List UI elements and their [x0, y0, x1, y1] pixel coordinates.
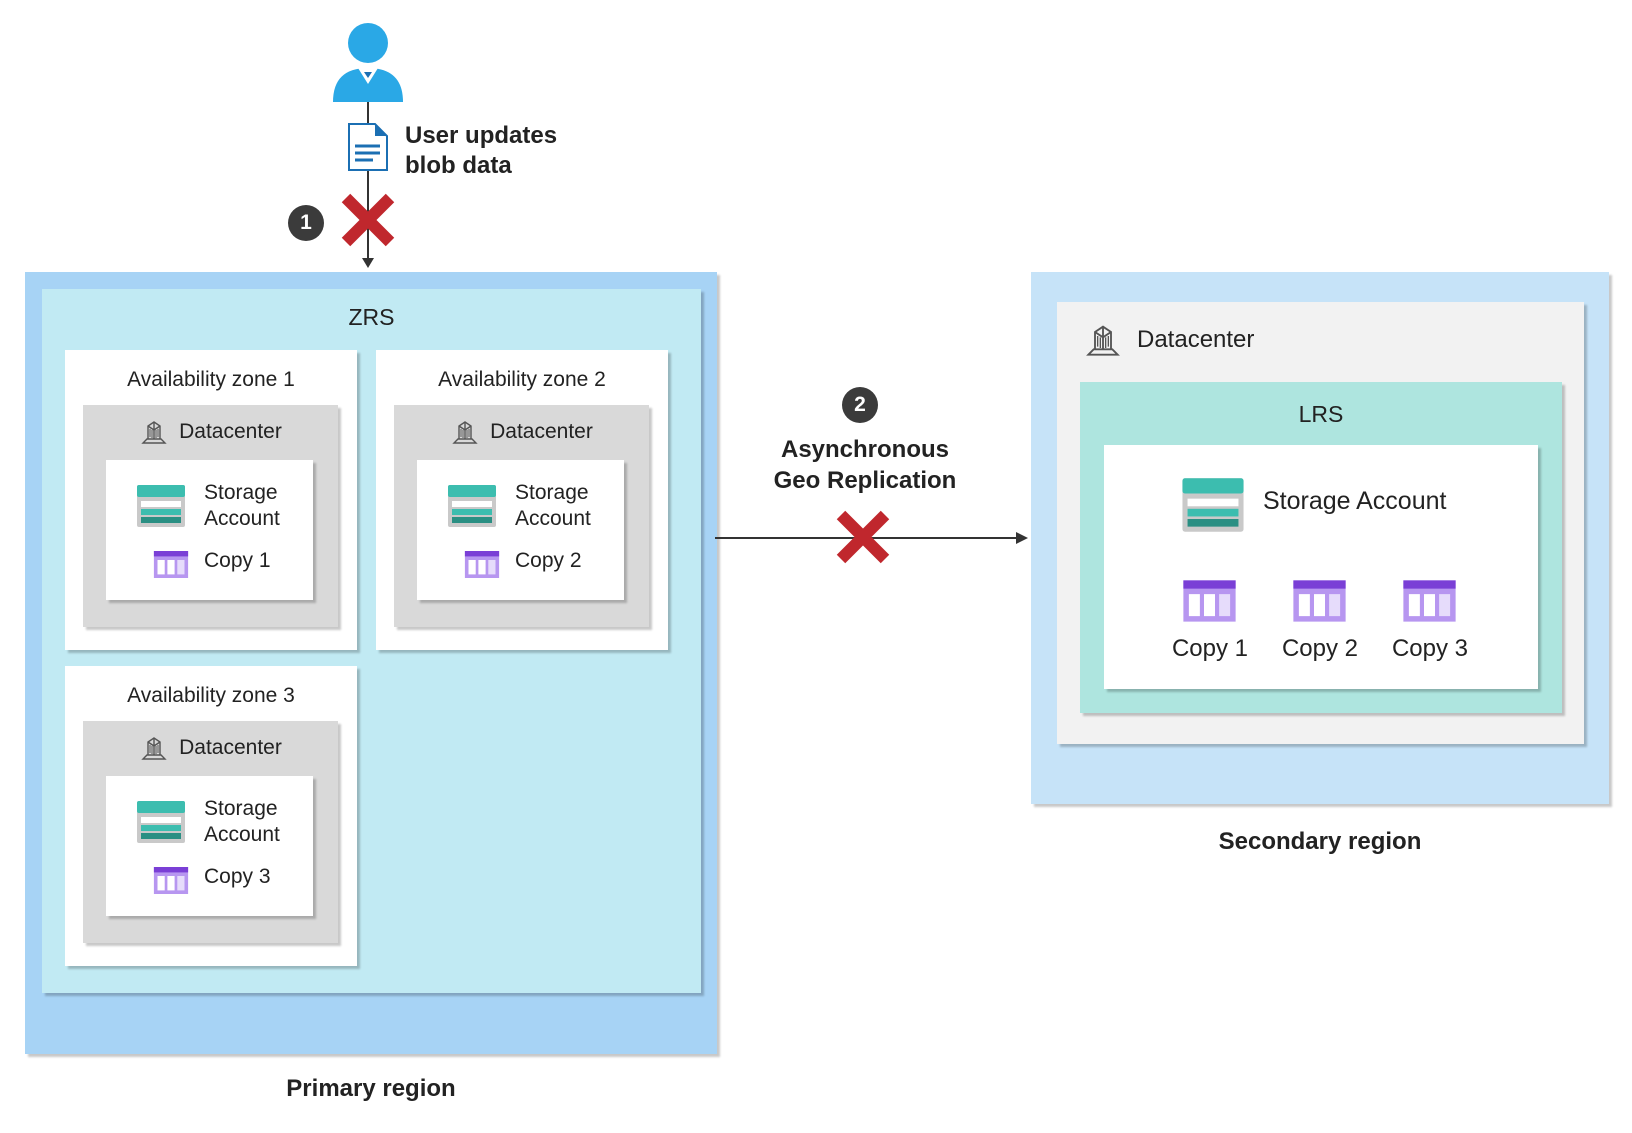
storage-card: Storage Account Copy 2	[417, 460, 624, 600]
primary-region-label: Primary region	[286, 1075, 456, 1102]
storage-line1: Storage	[204, 797, 278, 820]
datacenter-label: Datacenter	[179, 736, 282, 759]
copy-label: Copy 3	[204, 865, 271, 888]
datacenter-box: Datacenter Storage Account Copy 1	[83, 405, 338, 627]
copy-label: Copy 1	[204, 549, 271, 572]
datacenter-icon	[139, 417, 169, 447]
geo-replication-label: Asynchronous Geo Replication	[740, 434, 990, 496]
copy-icon	[153, 866, 189, 895]
user-icon	[333, 23, 403, 102]
secondary-storage-label: Storage Account	[1263, 487, 1447, 515]
copy-icon	[1292, 579, 1347, 623]
document-icon	[348, 123, 388, 171]
copy-icon	[1182, 579, 1237, 623]
storage-account-icon	[447, 484, 497, 528]
storage-account-icon	[1179, 477, 1247, 533]
zrs-label: ZRS	[348, 304, 395, 330]
user-action-label: User updates blob data	[405, 121, 557, 181]
geo-replication-line2: Geo Replication	[773, 467, 957, 494]
datacenter-box: Datacenter Storage Account Copy 2	[394, 405, 649, 627]
copy-icon	[153, 550, 189, 579]
datacenter-icon	[450, 417, 480, 447]
secondary-datacenter-label: Datacenter	[1137, 326, 1255, 353]
datacenter-box: Datacenter Storage Account Copy 3	[83, 721, 338, 943]
datacenter-header: Datacenter	[394, 417, 649, 447]
zone-label: Availability zone 3	[127, 684, 295, 707]
secondary-copy-2-label: Copy 2	[1281, 635, 1359, 662]
copy-icon	[464, 550, 500, 579]
zone-label: Availability zone 2	[438, 368, 606, 391]
storage-line2: Account	[204, 823, 280, 846]
storage-line1: Storage	[204, 481, 278, 504]
datacenter-icon	[139, 733, 169, 763]
failure-x-icon	[833, 507, 893, 567]
user-action-line1: User updates	[405, 122, 558, 149]
availability-zone-3: Availability zone 3 Datacenter Storage A…	[65, 666, 357, 966]
copy-label: Copy 2	[515, 549, 582, 572]
storage-line2: Account	[515, 507, 591, 530]
storage-account-label: Storage Account	[515, 480, 591, 532]
availability-zone-1: Availability zone 1 Datacenter Storage A…	[65, 350, 357, 650]
datacenter-icon	[1083, 320, 1123, 360]
datacenter-label: Datacenter	[179, 420, 282, 443]
storage-account-label: Storage Account	[204, 796, 280, 848]
storage-account-icon	[136, 484, 186, 528]
top-flow-lines	[362, 100, 374, 268]
storage-account-label: Storage Account	[204, 480, 280, 532]
copy-icon	[1402, 579, 1457, 623]
geo-replication-line1: Asynchronous	[780, 436, 950, 463]
availability-zone-2: Availability zone 2 Datacenter Storage A…	[376, 350, 668, 650]
failure-x-icon	[338, 190, 398, 250]
datacenter-header: Datacenter	[83, 417, 338, 447]
step-1-badge: 1	[288, 205, 324, 241]
lrs-label: LRS	[1298, 401, 1344, 427]
step-2-badge: 2	[842, 387, 878, 423]
secondary-region-label: Secondary region	[1218, 828, 1422, 855]
secondary-datacenter-header: Datacenter	[1083, 320, 1254, 360]
storage-account-icon	[136, 800, 186, 844]
secondary-copy-3-label: Copy 3	[1391, 635, 1469, 662]
storage-card: Storage Account Copy 3	[106, 776, 313, 916]
user-action-line2: blob data	[405, 152, 512, 179]
datacenter-header: Datacenter	[83, 733, 338, 763]
lrs-storage-card	[1104, 445, 1538, 689]
datacenter-label: Datacenter	[490, 420, 593, 443]
storage-card: Storage Account Copy 1	[106, 460, 313, 600]
storage-line2: Account	[204, 507, 280, 530]
zone-label: Availability zone 1	[127, 368, 295, 391]
secondary-copy-1-label: Copy 1	[1171, 635, 1249, 662]
storage-line1: Storage	[515, 481, 589, 504]
